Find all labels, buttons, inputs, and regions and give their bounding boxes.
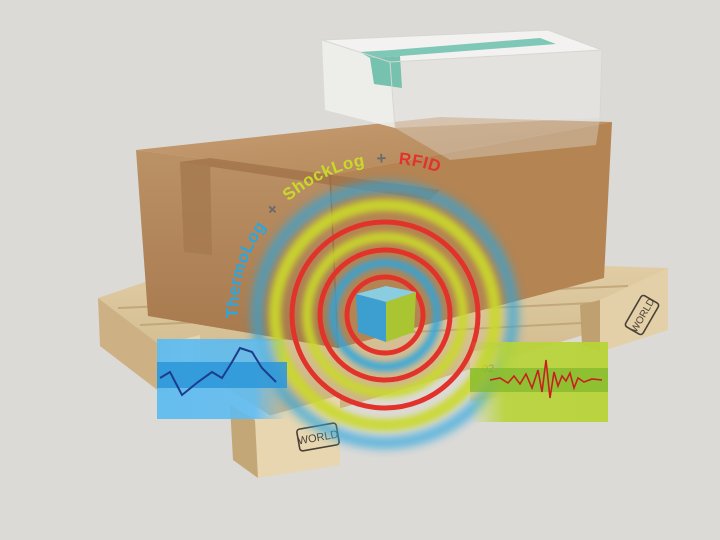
temperature-chart-icon: [157, 339, 287, 419]
radio-wave-rings-icon: [252, 182, 518, 448]
transparent-box: [321, 29, 603, 160]
shock-chart-icon: [470, 342, 608, 422]
sensor-cube-icon: [356, 286, 416, 342]
carton-box: [136, 117, 612, 349]
arc-label-plus-2: +: [376, 149, 387, 168]
